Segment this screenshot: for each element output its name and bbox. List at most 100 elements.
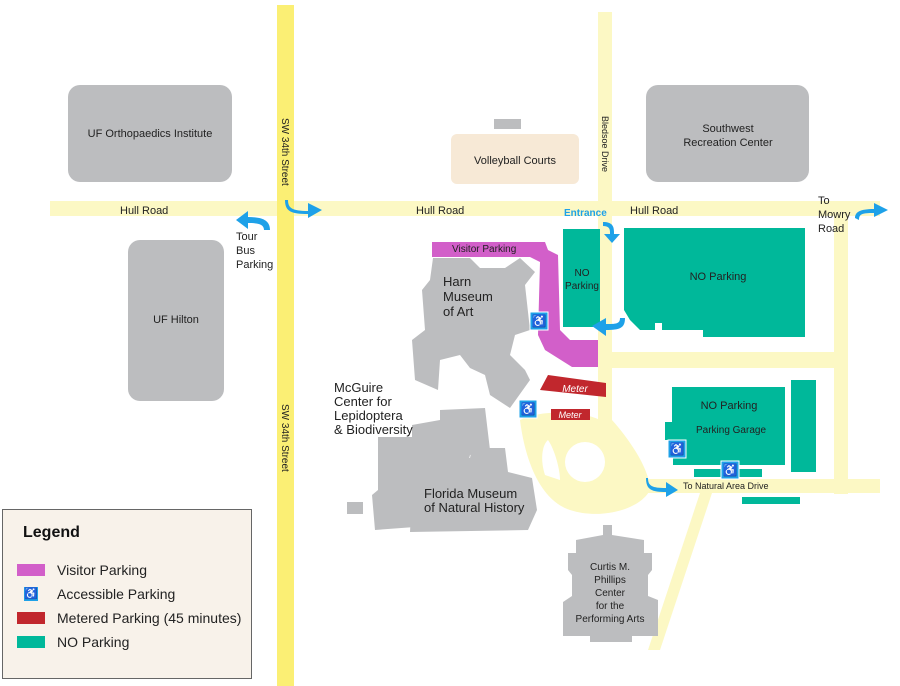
tour-bus-label: Tour <box>236 231 258 243</box>
no-parking-large-label: NO Parking <box>690 271 747 283</box>
natural-area-strip <box>742 497 800 504</box>
garage-no-parking-label: NO Parking <box>701 400 758 412</box>
natural-area-road <box>620 479 880 493</box>
museum-labels: Harn Museum of Art McGuire Center for Le… <box>334 274 525 515</box>
natural-area-label: To Natural Area Drive <box>683 481 769 491</box>
svg-text:♿: ♿ <box>670 442 685 456</box>
buildings <box>68 85 809 642</box>
accessible-icon: ♿ <box>667 439 687 459</box>
mowry-label: To <box>818 195 830 207</box>
roads <box>50 5 880 686</box>
building-phillips <box>563 525 658 642</box>
building-recreation <box>646 85 809 182</box>
building-mcguire-annex <box>347 502 363 514</box>
mowry-label: Mowry <box>818 209 851 221</box>
visitor-parking-label: Visitor Parking <box>452 244 516 255</box>
meter-label: Meter <box>562 384 588 395</box>
legend-label: NO Parking <box>57 634 130 650</box>
meter-lot-1 <box>540 375 606 397</box>
road-labels: Hull Road Hull Road Hull Road SW 34th St… <box>120 116 678 472</box>
direction-labels: Entrance Tour Bus Parking To Mowry Road … <box>236 195 851 491</box>
sw-34th-street-label: SW 34th Street <box>279 118 290 186</box>
lot-arrow-icon <box>592 318 625 336</box>
phillips-label: Curtis M. <box>590 562 630 573</box>
phillips-label: Phillips <box>594 575 626 586</box>
flmnh-label: Florida Museum <box>424 486 517 501</box>
building-volleyball <box>451 134 579 184</box>
phillips-label: for the <box>596 601 625 612</box>
volleyball-label: Volleyball Courts <box>474 155 556 167</box>
roundabout-inner <box>542 440 560 480</box>
harn-label: Harn <box>443 274 471 289</box>
no-parking-label: NO <box>575 268 590 279</box>
garage-label: Parking Garage <box>696 425 766 436</box>
accessible-icon: ♿ <box>529 311 549 331</box>
legend-title: Legend <box>23 524 80 541</box>
sw-34th-street-label: SW 34th Street <box>279 404 290 472</box>
accessible-icon: ♿ <box>24 587 38 601</box>
visitor-swatch <box>17 564 45 576</box>
legend-label: Metered Parking (45 minutes) <box>57 610 242 626</box>
entrance-arrow-icon <box>603 222 620 243</box>
lot-labels: Visitor Parking NO Parking NO Parking NO… <box>452 244 766 436</box>
mcguire-label: & Biodiversity <box>334 422 413 437</box>
svg-text:♿: ♿ <box>532 314 547 328</box>
sw-34th-street <box>277 5 294 686</box>
building-flmnh <box>410 448 537 532</box>
no-parking-label: Parking <box>565 281 599 292</box>
parking-lots <box>432 228 816 504</box>
diagonal-road <box>648 493 712 650</box>
flmnh-label: of Natural History <box>424 500 525 515</box>
legend-item-visitor: Visitor Parking <box>17 562 147 578</box>
accessible-icon: ♿ <box>720 460 740 480</box>
tour-bus-arrow-icon <box>236 211 270 230</box>
no-parking-swatch <box>17 636 45 648</box>
phillips-label: Performing Arts <box>576 614 645 625</box>
hull-road <box>50 201 880 216</box>
meter-label: Meter <box>558 410 582 420</box>
natural-area-arrow-icon <box>646 478 678 497</box>
building-labels: UF Orthopaedics Institute UF Hilton Voll… <box>88 123 773 326</box>
garage-east-wing <box>791 380 816 472</box>
building-orthopaedics <box>68 85 232 182</box>
garage-lot <box>665 387 785 465</box>
hull-road-label: Hull Road <box>416 205 464 217</box>
mcguire-label: McGuire <box>334 380 383 395</box>
harn-label: Museum <box>443 289 493 304</box>
legend-item-metered: Metered Parking (45 minutes) <box>17 610 241 626</box>
building-hilton <box>128 240 224 401</box>
hilton-label: UF Hilton <box>153 314 199 326</box>
accessible-swatch: ♿ <box>17 587 45 601</box>
orthopaedics-label: UF Orthopaedics Institute <box>88 128 213 140</box>
entrance-label: Entrance <box>564 208 607 219</box>
metered-swatch <box>17 612 45 624</box>
phillips-labels: Curtis M. Phillips Center for the Perfor… <box>576 562 645 625</box>
hull-road-east-arrow-icon <box>285 200 322 218</box>
legend-item-no-parking: NO Parking <box>17 634 129 650</box>
tour-bus-label: Parking <box>236 259 273 271</box>
hull-road-label: Hull Road <box>120 205 168 217</box>
svg-text:♿: ♿ <box>723 463 738 477</box>
recreation-label: Southwest <box>702 123 753 135</box>
no-parking-large-lot <box>624 228 805 337</box>
roundabout-center <box>565 442 605 482</box>
mcguire-label: Center for <box>334 394 392 409</box>
mowry-arrow-icon <box>855 203 888 220</box>
bledsoe-drive <box>598 12 612 482</box>
hull-road-label: Hull Road <box>630 205 678 217</box>
mcguire-label: Lepidoptera <box>334 408 403 423</box>
phillips-label: Center <box>595 588 626 599</box>
legend-item-accessible: ♿ Accessible Parking <box>17 586 175 602</box>
recreation-label: Recreation Center <box>683 137 773 149</box>
meter-lot-2 <box>551 409 590 420</box>
visitor-parking-lot <box>432 242 598 367</box>
mowry-label: Road <box>818 223 844 235</box>
no-parking-small-lot <box>563 229 600 327</box>
building-volleyball-annex <box>494 119 521 129</box>
bledsoe-drive-label: Bledsoe Drive <box>600 116 610 172</box>
accessible-icon: ♿ <box>518 399 538 419</box>
tour-bus-label: Bus <box>236 245 255 257</box>
accessible-icons: ♿ ♿ ♿ ♿ <box>518 311 740 480</box>
building-harn <box>412 258 535 408</box>
